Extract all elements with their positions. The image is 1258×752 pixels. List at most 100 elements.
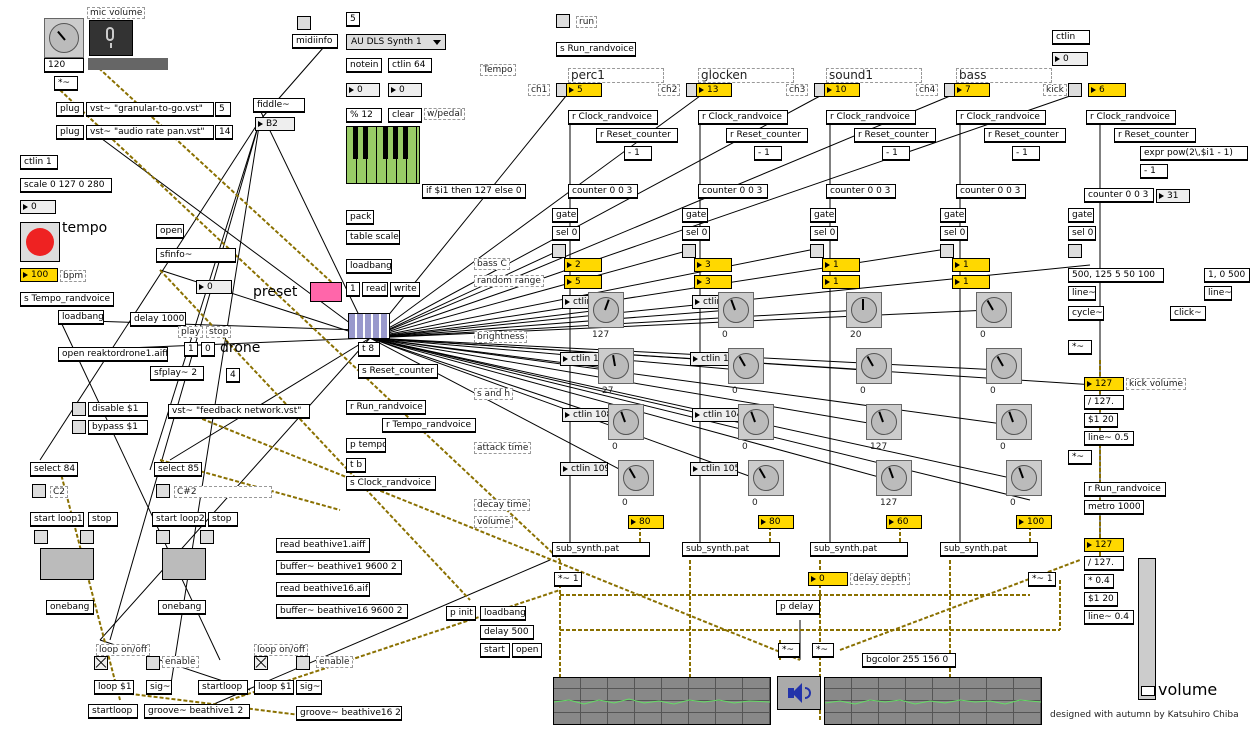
onebang-1[interactable]: onebang [46,600,94,615]
master-r-run[interactable]: r Run_randvoice [1084,482,1166,497]
counter-0[interactable]: counter 0 0 3 [568,184,638,199]
bypass-msg[interactable]: bypass $1 [88,420,148,435]
vst-granular-num[interactable]: 5 [215,102,231,117]
sel-bang-3[interactable] [940,244,954,258]
loadbang-mid[interactable]: loadbang [346,259,392,274]
master-s120[interactable]: $1 20 [1084,592,1118,607]
loop2-bang-b[interactable] [200,530,214,544]
if-condition[interactable]: if $i1 then 127 else 0 [422,184,526,199]
loop2-bang-a[interactable] [156,530,170,544]
pedal-num[interactable]: 0 [388,83,422,97]
kick-gate[interactable]: gate [1068,208,1094,223]
kick-volume-num[interactable]: 127 [1084,377,1124,391]
r-clock-1[interactable]: r Clock_randvoice [698,110,788,125]
plug-1[interactable]: plug [56,102,84,117]
select-84[interactable]: select 84 [30,462,78,477]
kick-env[interactable]: 500, 125 5 50 100 [1068,268,1164,283]
midiinfo[interactable]: midiinfo [292,34,338,49]
bpm-number[interactable]: 100 [20,268,58,282]
vst-audio-rate-pan[interactable]: vst~ "audio rate pan.vst" [86,125,214,140]
val1-0[interactable]: 2 [564,258,602,272]
bgcolor[interactable]: bgcolor 255 156 0 [862,653,956,668]
sel0-0[interactable]: sel 0 [552,226,580,241]
piano-keyboard[interactable] [346,126,420,184]
s-reset-counter[interactable]: s Reset_counter [358,364,438,379]
kick-counter[interactable]: counter 0 0 3 [1084,188,1154,203]
sel0-1[interactable]: sel 0 [682,226,710,241]
master-line04[interactable]: line~ 0.4 [1084,610,1134,625]
open-message[interactable]: open [156,224,184,239]
buffer-beathive16[interactable]: buffer~ beathive16 9600 2 [276,604,408,619]
dial-1-3[interactable] [748,460,784,496]
note-num[interactable]: 0 [346,83,380,97]
minus1-1[interactable]: - 1 [754,146,782,161]
r-run-randvoice[interactable]: r Run_randvoice [346,400,426,415]
mod-12[interactable]: % 12 [346,108,382,123]
kick-number[interactable]: 6 [1088,83,1126,97]
dial-1-0[interactable] [718,292,754,328]
kick-s120[interactable]: $1 20 [1084,413,1118,428]
dial-3-1[interactable] [986,348,1022,384]
dial-0-2[interactable] [608,404,644,440]
r-reset-1[interactable]: r Reset_counter [726,128,808,143]
fiddle[interactable]: fiddle~ [253,98,305,113]
groove-beathive16[interactable]: groove~ beathive16 2 [296,706,402,721]
p-init[interactable]: p init [446,606,476,621]
vst-feedback[interactable]: vst~ "feedback network.vst" [168,404,310,419]
master-vol-num[interactable]: 127 [1084,538,1124,552]
dial-0-3[interactable] [618,460,654,496]
metro-1000[interactable]: metro 1000 [1084,500,1144,515]
ctlin-1-3[interactable]: ctlin 105 [690,462,738,476]
vol-3[interactable]: 100 [1016,515,1052,529]
start-loop2[interactable]: start loop2 [152,512,206,527]
speaker-icon[interactable] [777,676,821,710]
play-1[interactable]: 1 [184,342,198,357]
master-volume-slider[interactable] [1138,558,1156,700]
s-run-randvoice[interactable]: s Run_randvoice [556,42,636,57]
ctlin-number[interactable]: 0 [1052,52,1088,66]
startloop-1[interactable]: startloop [88,704,138,719]
kick-mult[interactable]: *~ [1068,340,1092,355]
dial-2-1[interactable] [856,348,892,384]
mic-mult[interactable]: *~ [54,76,78,91]
ctlin-0-2[interactable]: ctlin 108 [562,408,610,422]
sub-synth-1[interactable]: sub_synth.pat [682,542,780,557]
bypass-toggle[interactable] [72,420,86,434]
loop1-msg[interactable]: loop $1 [94,680,134,695]
p-delay[interactable]: p delay [776,600,820,615]
table-scale[interactable]: table scale [346,230,400,245]
sub-synth-0[interactable]: sub_synth.pat [552,542,650,557]
vst-granular[interactable]: vst~ "granular-to-go.vst" [86,102,214,117]
val2-1[interactable]: 3 [694,275,732,289]
read-beathive16[interactable]: read beathive16.aif [276,582,370,597]
mult-left[interactable]: *~ 1 [554,572,582,587]
kick-div[interactable]: / 127. [1084,395,1124,410]
loop2-msg[interactable]: loop $1 [254,680,294,695]
plug-2[interactable]: plug [56,125,84,140]
kick-cycle[interactable]: cycle~ [1068,306,1104,321]
r-reset-3[interactable]: r Reset_counter [984,128,1066,143]
dial-1-2[interactable] [738,404,774,440]
loop1-toggle[interactable] [94,656,108,670]
open-drone-file[interactable]: open reaktordrone1.aiff [58,347,168,362]
synth-select[interactable]: AU DLS Synth 1 [346,34,446,50]
kick-mult2[interactable]: *~ [1068,450,1092,465]
sfinfo[interactable]: sfinfo~ [156,248,236,263]
minus1-3[interactable]: - 1 [1012,146,1040,161]
ctlin-1[interactable]: ctlin 1 [20,155,58,170]
gate-1[interactable]: gate [682,208,708,223]
r-clock-2[interactable]: r Clock_randvoice [826,110,916,125]
select-85[interactable]: select 85 [154,462,202,477]
counter-3[interactable]: counter 0 0 3 [956,184,1026,199]
ch-num-1[interactable]: 13 [696,83,732,97]
mic-volume-dial[interactable] [44,18,84,58]
run-toggle[interactable] [556,14,570,28]
kick-expr[interactable]: expr pow(2\,$i1 - 1) [1140,146,1248,161]
val1-2[interactable]: 1 [822,258,860,272]
delay-depth-num[interactable]: 0 [808,572,848,586]
sel-bang-2[interactable] [810,244,824,258]
r-tempo-randvoice[interactable]: r Tempo_randvoice [382,418,476,433]
val2-3[interactable]: 1 [952,275,990,289]
minus1-0[interactable]: - 1 [624,146,652,161]
r-clock-3[interactable]: r Clock_randvoice [956,110,1046,125]
